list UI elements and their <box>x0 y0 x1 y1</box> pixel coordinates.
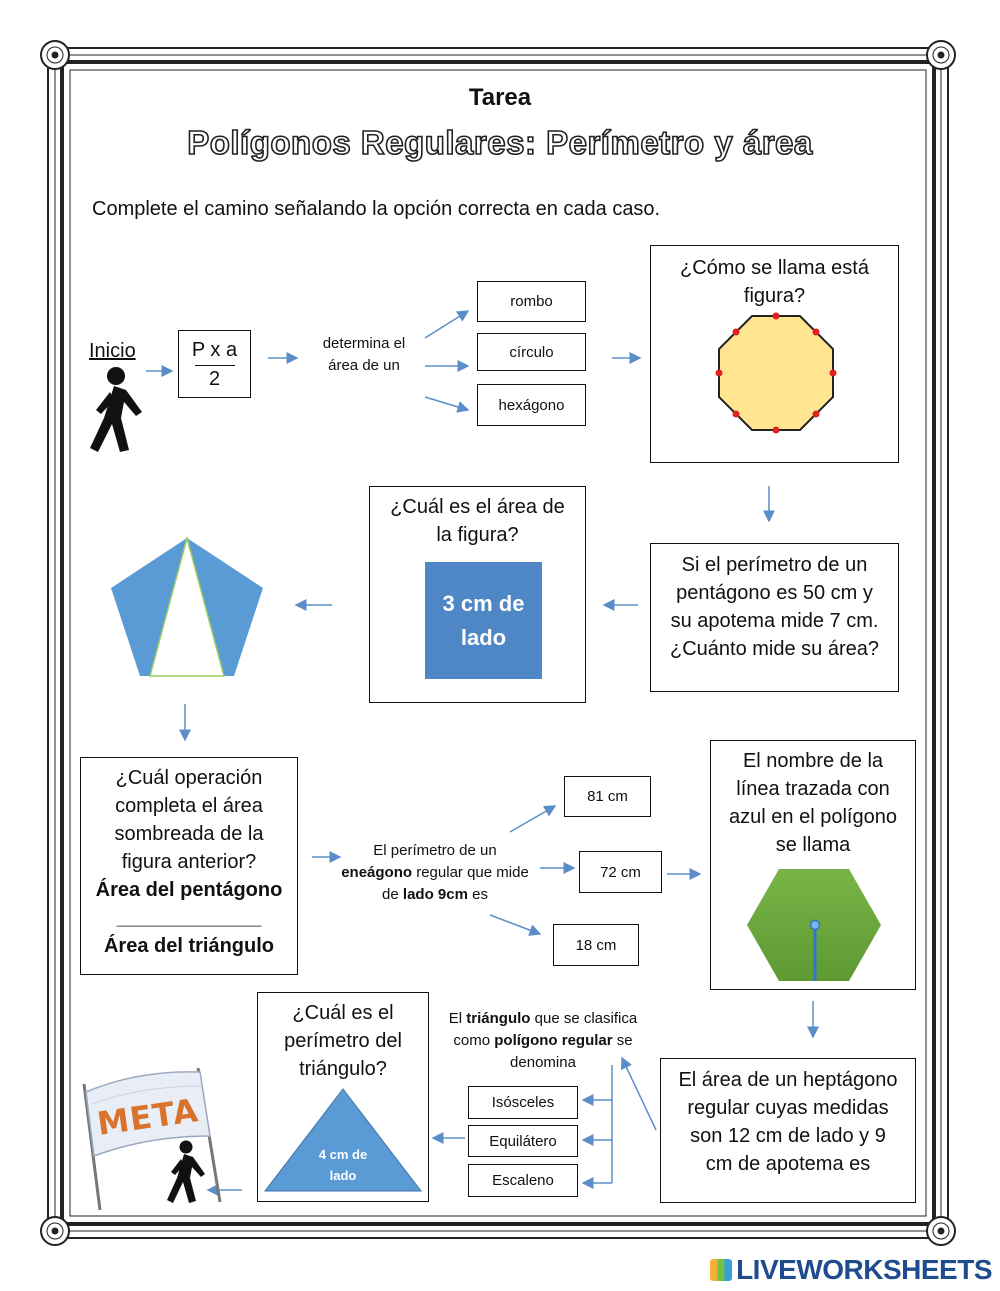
triangle-label: 4 cm de lado <box>258 1144 428 1186</box>
eneagono-prompt: El perímetro de un eneágono regular que … <box>328 840 542 906</box>
octagon-question-line2: figura? <box>743 285 806 307</box>
square-question: ¿Cuál es el área de la figura? <box>370 493 585 549</box>
option-equilatero[interactable]: Equilátero <box>468 1125 578 1157</box>
triangle-question: ¿Cuál es el perímetro del triángulo? <box>258 999 428 1083</box>
step9-line3: denomina <box>510 1054 576 1071</box>
option-escaleno[interactable]: Escaleno <box>468 1164 578 1197</box>
fraction-bar <box>195 365 235 366</box>
step9-poligono-regular: polígono regular <box>494 1032 613 1049</box>
octagon-figure <box>715 312 837 434</box>
option-81cm[interactable]: 81 cm <box>564 776 651 817</box>
arrow-up-left <box>621 1056 657 1131</box>
heptagon-question: El área de un heptágono regular cuyas me… <box>661 1066 915 1178</box>
step5-line1: ¿Cuál operación <box>115 767 263 789</box>
step9-triangulo: triángulo <box>466 1010 531 1027</box>
square-question-line2: la figura? <box>436 524 519 546</box>
finish-walker-icon <box>167 1140 205 1203</box>
triangle-classification-prompt: El triángulo que se clasifica como políg… <box>429 1008 657 1074</box>
pentagon-area-card: Si el perímetro de un pentágono es 50 cm… <box>650 543 899 692</box>
step10-line3: triángulo? <box>299 1058 387 1080</box>
octagon-question-line1: ¿Cómo se llama está <box>680 257 869 279</box>
step9-line2-pre: como <box>453 1032 495 1049</box>
option-isosceles[interactable]: Isósceles <box>468 1086 578 1119</box>
step10-line1: ¿Cuál es el <box>292 1002 394 1024</box>
step3-line2: pentágono es 50 cm y <box>676 582 873 604</box>
blue-triangle-figure <box>263 1088 423 1192</box>
page-title: Tarea <box>468 84 532 111</box>
page-subtitle: Polígonos Regulares: Perímetro y área <box>186 123 813 162</box>
meta-finish-illustration <box>82 1067 222 1211</box>
walker-icon <box>90 367 142 452</box>
heptagon-card: El área de un heptágono regular cuyas me… <box>660 1058 916 1203</box>
step10-line2: perímetro del <box>284 1030 402 1052</box>
operation-card: ¿Cuál operación completa el área sombrea… <box>80 757 298 975</box>
step8-line1: El área de un heptágono <box>678 1069 898 1091</box>
formula-box: P x a 2 <box>178 330 251 398</box>
footer-brand-text: LIVEWORKSHEETS <box>736 1254 992 1285</box>
triangle-label-line1: 4 cm de <box>318 1147 368 1162</box>
green-hexagon-figure <box>747 869 881 981</box>
step3-line1: Si el perímetro de un <box>681 554 868 576</box>
operation-denominator: Área del triángulo <box>103 935 275 957</box>
octagon-card: ¿Cómo se llama está figura? <box>650 245 899 463</box>
option-rombo[interactable]: rombo <box>477 281 586 322</box>
arrow-81 <box>509 805 557 833</box>
square-question-line1: ¿Cuál es el área de <box>390 496 565 518</box>
step3-line4: ¿Cuánto mide su área? <box>669 638 879 660</box>
operation-question: ¿Cuál operación completa el área sombrea… <box>81 764 297 960</box>
square-label-line2: lado <box>460 624 507 650</box>
step8-line3: son 12 cm de lado y 9 <box>690 1125 886 1147</box>
step3-line3: su apotema mide 7 cm. <box>670 610 879 632</box>
arrow-rombo <box>424 310 470 339</box>
arrow-18 <box>489 914 542 936</box>
step6-line2-rest: regular que mide <box>412 864 529 881</box>
step9-line1-pre: El <box>448 1010 467 1027</box>
step1-prompt-line1: determina el <box>322 335 406 352</box>
step6-eneagono: eneágono <box>341 864 413 881</box>
step7-line3: azul en el polígono <box>729 806 897 828</box>
step7-line1: El nombre de la <box>742 750 884 772</box>
square-label-line1: 3 cm de <box>442 590 525 616</box>
step5-line4: figura anterior? <box>121 851 257 873</box>
triangle-label-line2: lado <box>329 1168 357 1183</box>
pentagon-area-question: Si el perímetro de un pentágono es 50 cm… <box>651 551 898 663</box>
triangle-perimeter-card: ¿Cuál es el perímetro del triángulo? 4 c… <box>257 992 429 1202</box>
hexagon-card: El nombre de la línea trazada con azul e… <box>710 740 916 990</box>
option-72cm[interactable]: 72 cm <box>579 851 662 893</box>
step8-line2: regular cuyas medidas <box>687 1097 889 1119</box>
step8-line4: cm de apotema es <box>705 1153 871 1175</box>
square-area-card: ¿Cuál es el área de la figura? 3 cm de l… <box>369 486 586 703</box>
shaded-pentagon-figure <box>111 535 263 677</box>
step9-line2-post: se <box>612 1032 633 1049</box>
step5-line2: completa el área <box>115 795 263 817</box>
step9-line1-post: que se clasifica <box>530 1010 638 1027</box>
footer-brand: LIVEWORKSHEETS <box>710 1254 992 1286</box>
option-circulo[interactable]: círculo <box>477 333 586 371</box>
step6-line3-pre: de <box>382 886 403 903</box>
step6-lado: lado 9cm <box>402 886 468 903</box>
option-18cm[interactable]: 18 cm <box>553 924 639 966</box>
step5-line3: sombreada de la <box>114 823 264 845</box>
blue-square: 3 cm de lado <box>425 562 542 679</box>
operation-numerator: Área del pentágono <box>95 879 283 901</box>
instruction-text: Complete el camino señalando la opción c… <box>92 198 661 220</box>
octagon-question: ¿Cómo se llama está figura? <box>651 254 898 310</box>
step7-line2: línea trazada con <box>736 778 890 800</box>
step6-line3-post: es <box>467 886 488 903</box>
step6-line1: El perímetro de un <box>373 842 497 859</box>
step1-prompt-line2: área de un <box>328 357 400 374</box>
step7-line4: se llama <box>775 834 851 856</box>
arrow-hexagono <box>424 396 470 413</box>
formula-denominator: 2 <box>208 368 221 390</box>
start-label: Inicio <box>89 340 136 362</box>
formula-numerator: P x a <box>191 339 238 361</box>
option-hexagono[interactable]: hexágono <box>477 384 586 426</box>
hexagon-question: El nombre de la línea trazada con azul e… <box>711 747 915 859</box>
step1-prompt: determina el área de un <box>305 333 423 377</box>
operation-divider: _____________ <box>116 907 262 929</box>
liveworksheets-logo-icon <box>710 1259 733 1281</box>
